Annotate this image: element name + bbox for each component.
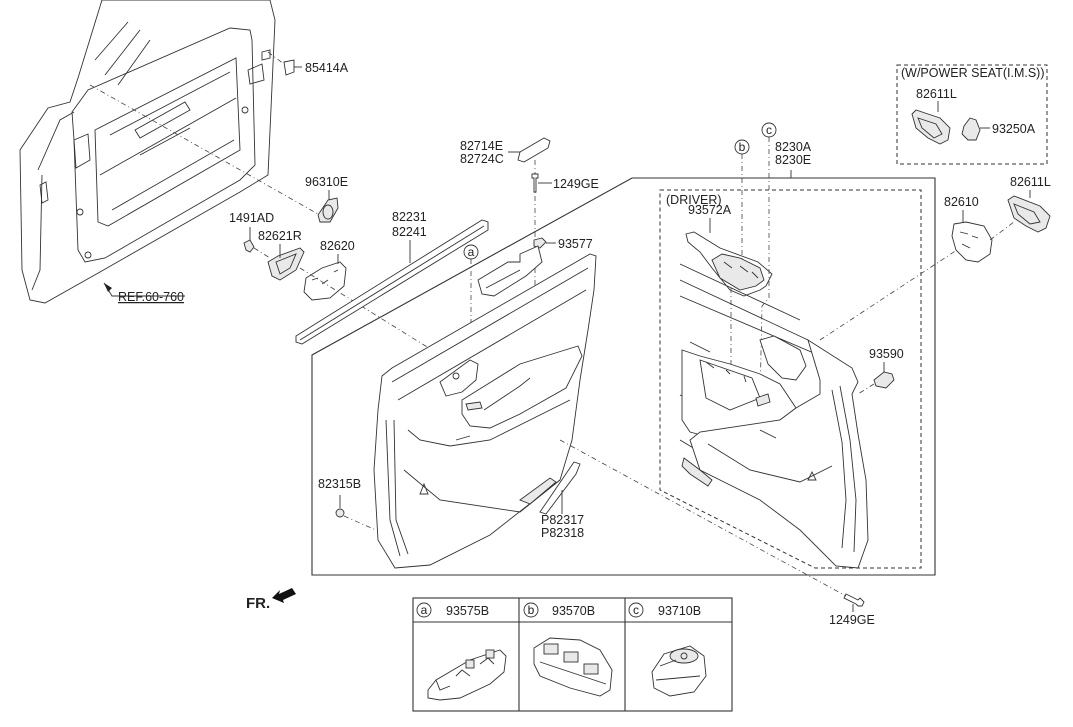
label-82610: 82610 (944, 195, 979, 209)
label-1249GE-top: 1249GE (553, 177, 599, 191)
part-82611L-power-seat[interactable]: 82611L (911, 87, 957, 145)
label-85414A: 85414A (305, 61, 349, 75)
label-82714E: 82714E (460, 139, 503, 153)
svg-text:c: c (766, 123, 772, 137)
svg-text:b: b (739, 140, 746, 154)
label-93572A: 93572A (688, 203, 732, 217)
fr-label: FR. (246, 595, 270, 612)
driver-variant-box: (DRIVER) (659, 189, 922, 569)
legend-part-c: 93710B (658, 604, 701, 618)
legend-part-a: 93575B (446, 604, 489, 618)
label-82241: 82241 (392, 225, 427, 239)
label-93577: 93577 (558, 237, 593, 251)
driver-label: (DRIVER) (666, 193, 722, 207)
label-82620: 82620 (320, 239, 355, 253)
part-93577[interactable]: 93577 (477, 237, 593, 297)
label-82611L-power-seat: 82611L (916, 87, 957, 101)
label-82611L: 82611L (1010, 175, 1051, 189)
front-direction-indicator: FR. (246, 588, 296, 612)
mirror-control-switch-icon (651, 645, 707, 697)
front-arrow-icon (272, 588, 296, 603)
power-seat-label: (W/POWER SEAT(I.M.S)) (901, 66, 1045, 80)
legend-cell-c[interactable]: c 93710B (628, 602, 707, 697)
power-seat-box: (W/POWER SEAT(I.M.S)) 82611L 93250A (896, 64, 1048, 165)
door-frame-illustration (19, 0, 276, 304)
detail-tag-c[interactable]: c (759, 122, 777, 401)
part-1249GE-bottom[interactable]: 1249GE (559, 439, 875, 627)
power-window-master-switch-icon (533, 637, 613, 697)
label-8230E: 8230E (775, 153, 811, 167)
label-1491AD: 1491AD (229, 211, 274, 225)
part-93250A[interactable]: 93250A (961, 117, 1036, 141)
label-1249GE-bottom: 1249GE (829, 613, 875, 627)
part-82231-82241[interactable]: 82231 82241 (295, 210, 489, 345)
part-93590[interactable]: 93590 (857, 347, 904, 395)
label-93590: 93590 (869, 347, 904, 361)
svg-text:b: b (528, 603, 535, 617)
label-93250A: 93250A (992, 122, 1036, 136)
door-trim-panel-driver[interactable] (679, 247, 961, 569)
part-P82317-P82318[interactable]: P82317 P82318 (539, 461, 584, 540)
legend-cell-b[interactable]: b 93570B (523, 602, 613, 697)
svg-text:a: a (468, 245, 475, 259)
part-1249GE-top[interactable]: 1249GE (531, 173, 599, 193)
part-82621R[interactable]: 82621R (258, 229, 305, 281)
part-85414A[interactable]: 85414A (267, 51, 349, 76)
part-82315B[interactable]: 82315B (318, 477, 377, 531)
part-96310E[interactable]: 96310E (89, 84, 348, 223)
legend-part-b: 93570B (552, 604, 595, 618)
label-8230A: 8230A (775, 140, 812, 154)
ref-callout: REF.60-760 (103, 282, 185, 304)
part-93572A[interactable]: 93572A (685, 203, 773, 297)
legend-table: a 93575B b 93570B c 93710 (412, 597, 733, 712)
part-1491AD[interactable]: 1491AD (229, 211, 274, 259)
door-trim-panel-passenger[interactable] (373, 253, 597, 569)
svg-text:c: c (633, 603, 639, 617)
window-switch-assembly-icon (427, 649, 507, 701)
label-96310E: 96310E (305, 175, 348, 189)
svg-text:a: a (421, 603, 428, 617)
part-82620[interactable]: 82620 (299, 239, 441, 356)
part-82611L[interactable]: 82611L (989, 175, 1051, 241)
label-82621R: 82621R (258, 229, 302, 243)
part-82610[interactable]: 82610 (944, 195, 993, 263)
main-panel-frame (311, 170, 936, 576)
label-P82317: P82317 (541, 513, 584, 527)
label-82231: 82231 (392, 210, 427, 224)
part-8230A-8230E[interactable]: 8230A 8230E (775, 140, 812, 167)
label-P82318: P82318 (541, 526, 584, 540)
part-82714E-82724C[interactable]: 82714E 82724C (460, 137, 551, 402)
legend-cell-a[interactable]: a 93575B (416, 602, 507, 701)
label-82724C: 82724C (460, 152, 504, 166)
ref-label: REF.60-760 (118, 290, 184, 304)
label-82315B: 82315B (318, 477, 361, 491)
